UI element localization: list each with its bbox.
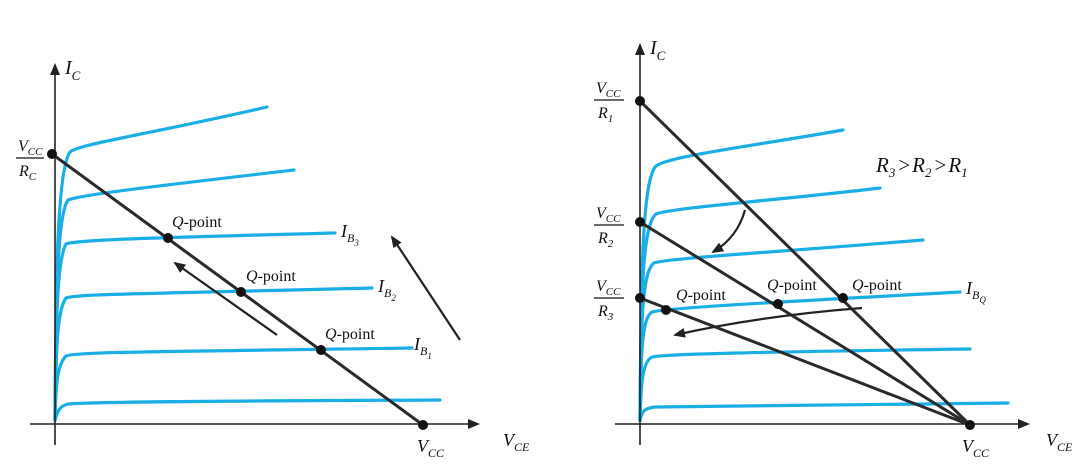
left-curves [53, 105, 442, 422]
right-arrow-curved-left [673, 306, 863, 338]
right-q-point-r3 [661, 305, 671, 315]
left-q-label-1: Q-point [172, 214, 222, 231]
right-q-label-r3: Q-point [676, 287, 726, 304]
right-q-point-r2 [773, 299, 783, 309]
right-vcc-r3-label: VCC R3 [594, 278, 624, 323]
svg-text:VCC: VCC [596, 278, 621, 298]
right-curves [638, 128, 1010, 422]
svg-text:R1: R1 [597, 105, 613, 125]
svg-text:VCC: VCC [18, 138, 43, 158]
right-vcc-r3-point [635, 293, 645, 303]
svg-text:VCC: VCC [596, 80, 621, 100]
right-ibq-label: IBQ [965, 278, 986, 305]
left-curve-6 [53, 105, 269, 422]
right-vce-label: VCE [1046, 430, 1073, 454]
left-vcc-label: VCC [417, 436, 445, 460]
right-vcc-point [965, 420, 975, 430]
right-ic-label: IC [649, 37, 666, 63]
left-ib3-label: IB3 [340, 221, 359, 248]
right-vcc-r1-label: VCC R1 [594, 80, 624, 125]
svg-text:R3: R3 [597, 303, 614, 323]
left-vcc-rc-label: VCC RC [16, 138, 44, 183]
left-chart: IC VCC RC VCC VCE Q-point Q-point Q-poin… [16, 57, 530, 460]
left-q-point-ib2 [236, 287, 246, 297]
right-vcc-label: VCC [962, 436, 990, 460]
right-vcc-r1-point [635, 96, 645, 106]
right-load-line-r2 [638, 220, 972, 427]
right-curve-1 [638, 401, 1010, 422]
left-vce-label: VCE [503, 430, 530, 454]
left-ib2-label: IB2 [377, 276, 396, 303]
right-q-label-r2: Q-point [767, 277, 817, 294]
left-vcc-rc-point [47, 149, 57, 159]
left-q-label-3: Q-point [325, 326, 375, 343]
right-curve-6 [638, 128, 845, 422]
right-arrow-curved-down [711, 209, 747, 254]
right-vcc-r2-label: VCC R2 [594, 205, 624, 250]
svg-text:VCC: VCC [596, 205, 621, 225]
svg-text:R2: R2 [597, 230, 614, 250]
right-curve-2 [638, 347, 972, 422]
right-load-line-r1 [638, 99, 972, 427]
left-q-label-2: Q-point [246, 268, 296, 285]
right-q-point-r1 [838, 293, 848, 303]
right-vcc-r2-point [635, 217, 645, 227]
left-q-point-ib3 [163, 233, 173, 243]
left-q-point-ib1 [316, 345, 326, 355]
left-curve-1 [53, 398, 442, 422]
left-arrow-up [390, 235, 461, 341]
left-vcc-point [418, 420, 428, 430]
left-ic-label: IC [64, 57, 81, 83]
left-ib1-label: IB1 [413, 334, 432, 361]
svg-text:RC: RC [18, 163, 37, 183]
left-arrow-along-load [173, 261, 278, 336]
right-q-label-r1: Q-point [852, 277, 902, 294]
right-load-line-r3 [638, 296, 972, 427]
left-curve-2 [53, 346, 414, 422]
right-resistor-relation: R3>R2>R1 [875, 153, 968, 180]
left-curve-ib3 [53, 231, 337, 422]
right-chart: IC VCC R1 VCC R2 VCC R3 R3>R2>R1 Q-point… [594, 37, 1073, 460]
right-curve-4 [638, 238, 925, 422]
